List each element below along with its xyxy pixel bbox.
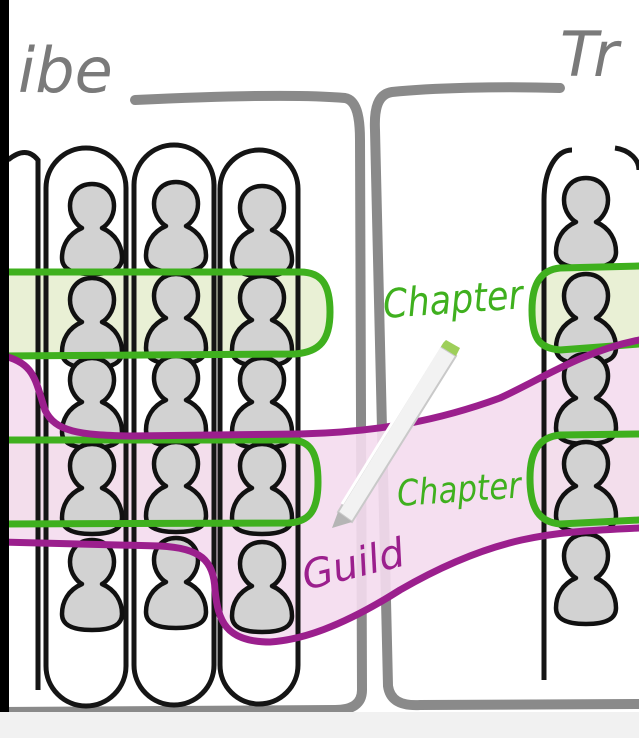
squad-column-3: [217, 147, 301, 707]
squad-columns: [6, 142, 639, 709]
squad-column-1: [43, 145, 129, 709]
guild-outline-bottom: [0, 524, 639, 646]
chapter-bottom-outline: [0, 436, 322, 528]
tribe-left-title: ibe: [18, 34, 113, 107]
chapter-right-bottom-outline: [526, 430, 639, 528]
left-edge: [0, 0, 9, 738]
tribe-right-title: Tr: [560, 18, 622, 91]
chapter-top-outline: [0, 268, 334, 360]
tribe-left-border: [0, 90, 368, 717]
tribe-right-title-underline: [492, 83, 563, 91]
chapter-right-top-outline: [528, 262, 639, 354]
tribe-right-border: [369, 82, 639, 711]
pen-icon: [332, 340, 460, 528]
squad-column-2: [131, 142, 217, 708]
chapter-label-bottom: Chapter: [396, 465, 524, 515]
guild-outline-top: [0, 336, 639, 440]
chapter-label-top: Chapter: [381, 272, 526, 328]
bottom-strip: [0, 712, 639, 738]
